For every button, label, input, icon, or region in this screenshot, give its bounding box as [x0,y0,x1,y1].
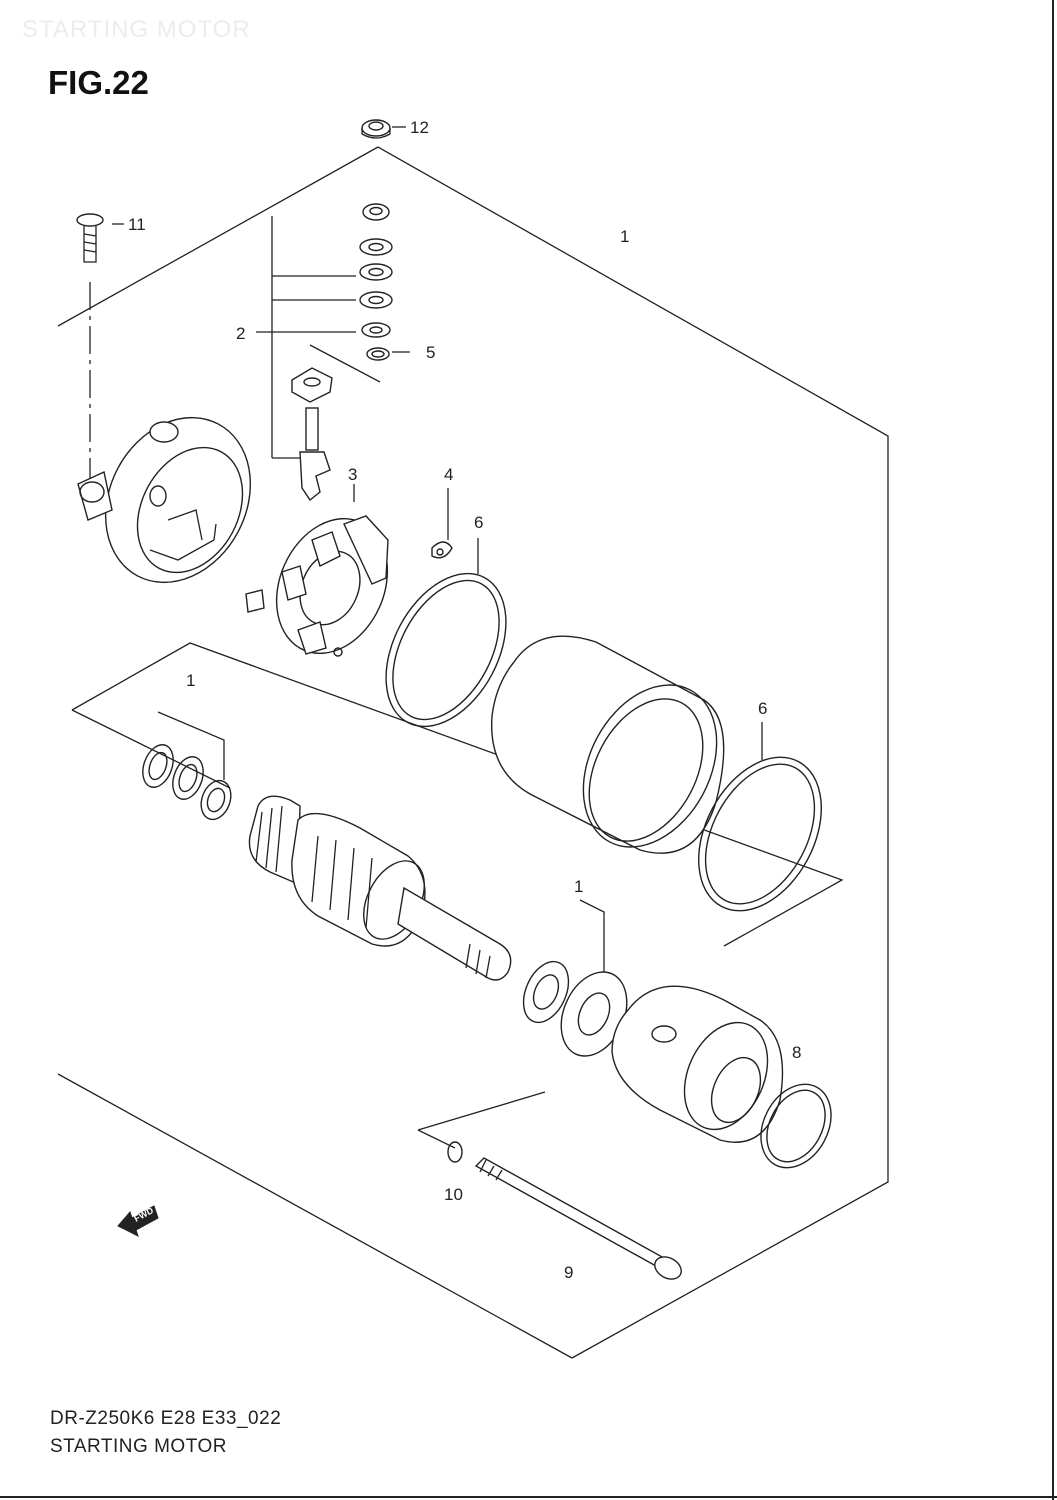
callout-12: 12 [410,118,429,137]
callout-3: 3 [348,465,357,484]
figure-title: FIG.22 [48,64,149,101]
part-9-through-bolt [474,1157,682,1280]
terminal-bolt [291,367,333,502]
callout-1-brush: 1 [186,671,195,690]
part-8-o-ring [760,1083,832,1169]
part-6-lower-o-ring [698,756,822,912]
callout-11: 11 [128,215,146,234]
fwd-arrow-icon: FWD [117,1205,159,1237]
callout-10: 10 [444,1185,463,1204]
callout-8: 8 [792,1043,801,1062]
callout-1-front: 1 [574,877,583,896]
part-12-nut [361,119,391,139]
armature-rear-washers [142,744,232,821]
page-border-right [1052,0,1054,1500]
part-11-screw [76,213,104,263]
part-6-upper-o-ring [385,572,507,728]
callout-labels: 12 11 1 2 5 3 4 6 1 6 1 8 10 9 [128,118,801,1282]
front-end-housing [611,985,784,1143]
part-3-brush-holder [245,515,389,657]
callout-4: 4 [444,465,453,484]
leader-lines [89,126,763,1149]
callout-5: 5 [426,343,435,362]
assembly-frame [57,146,889,1359]
part-5-o-ring [366,347,390,361]
part-10-o-ring [447,1141,463,1163]
footer-diagram-code: DR-Z250K6 E28 E33_022 [50,1408,282,1429]
page-border-bottom [0,1496,1057,1498]
watermark-text: STARTING MOTOR [22,16,251,43]
rear-end-cover [77,416,252,584]
footer-diagram-name: STARTING MOTOR [50,1436,227,1457]
callout-1-top: 1 [620,227,629,246]
callout-6-upper: 6 [474,513,483,532]
callout-6-lower: 6 [758,699,767,718]
part-4-brush-spring [431,541,453,559]
armature [248,795,512,981]
yoke-housing [490,635,725,854]
callout-2: 2 [236,324,245,343]
part-2-terminal-stack [359,203,393,338]
callout-9: 9 [564,1263,573,1282]
